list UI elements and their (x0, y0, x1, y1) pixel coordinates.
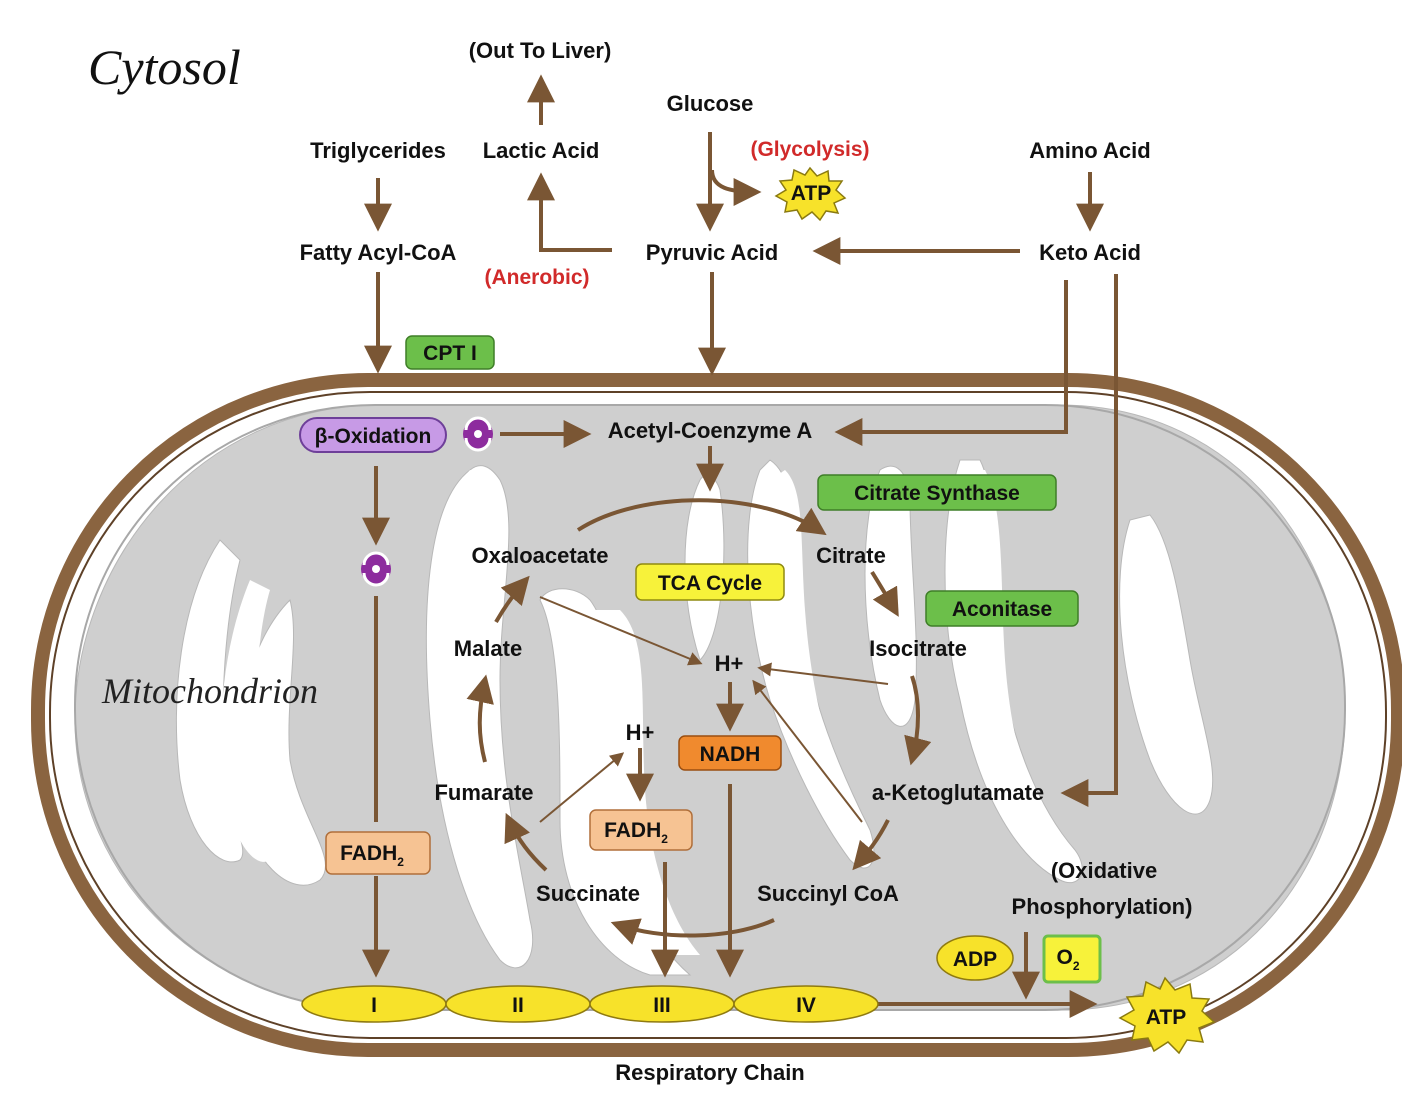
oxaloacetate-label: Oxaloacetate (472, 543, 609, 568)
complex-iv-label: IV (796, 994, 816, 1017)
cpt1-box: CPT I (405, 335, 495, 370)
svg-text:TCA Cycle: TCA Cycle (658, 572, 762, 595)
citrate-label: Citrate (816, 543, 886, 568)
citrate-synthase-box: Citrate Synthase (817, 474, 1057, 511)
pyruvic-acid-label: Pyruvic Acid (646, 240, 778, 265)
fumarate-label: Fumarate (434, 780, 533, 805)
purple-cycle-icon (463, 416, 493, 452)
fadh2-mid-box: FADH2 (589, 809, 693, 851)
oxidative-label-2: Phosphorylation) (1012, 894, 1193, 919)
lactic-acid-label: Lactic Acid (483, 138, 600, 163)
adp-ellipse: ADP (936, 935, 1014, 981)
svg-text:ATP: ATP (791, 182, 831, 205)
respiratory-chain-label: Respiratory Chain (615, 1060, 805, 1085)
atp-burst-small: ATP (774, 166, 847, 222)
nadh-box: NADH (678, 735, 782, 771)
complex-ii-label: II (512, 994, 524, 1017)
svg-text:ATP: ATP (1146, 1006, 1186, 1029)
glycolysis-label: (Glycolysis) (750, 138, 869, 161)
purple-cycle-icon (361, 551, 391, 587)
oxidative-label-1: (Oxidative (1051, 858, 1157, 883)
h-plus-mid-label: H+ (626, 720, 655, 745)
complex-iii-label: III (653, 994, 671, 1017)
beta-oxidation-box: β-Oxidation (299, 417, 447, 453)
complex-i-label: I (371, 994, 377, 1017)
h-plus-top-label: H+ (715, 651, 744, 676)
out-to-liver-label: (Out To Liver) (469, 38, 612, 63)
succinyl-coa-label: Succinyl CoA (757, 881, 899, 906)
fadh2-left-box: FADH2 (325, 831, 431, 875)
atp-burst-large: ATP (1118, 976, 1216, 1055)
svg-text:CPT I: CPT I (423, 342, 477, 365)
glucose-label: Glucose (667, 91, 754, 116)
svg-text:β-Oxidation: β-Oxidation (315, 425, 432, 448)
anerobic-label: (Anerobic) (485, 266, 590, 289)
o2-box: O2 (1042, 934, 1102, 984)
aconitase-box: Aconitase (925, 590, 1079, 627)
a-ketoglutamate-label: a-Ketoglutamate (872, 780, 1044, 805)
succinate-label: Succinate (536, 881, 640, 906)
amino-acid-label: Amino Acid (1029, 138, 1150, 163)
mitochondrion-label: Mitochondrion (101, 671, 318, 711)
triglycerides-label: Triglycerides (310, 138, 446, 163)
complex-iv (733, 985, 879, 1023)
outer-membrane-edge (49, 391, 1387, 1039)
svg-text:ADP: ADP (953, 948, 997, 971)
svg-text:O2: O2 (1056, 946, 1079, 973)
acetyl-coa-label: Acetyl-Coenzyme A (608, 418, 813, 443)
svg-text:FADH2: FADH2 (604, 819, 668, 846)
cytosol-arrows (364, 74, 1118, 807)
fatty-acyl-coa-label: Fatty Acyl-CoA (300, 240, 457, 265)
tca-arrows (362, 420, 1098, 1018)
svg-text:NADH: NADH (700, 743, 761, 766)
cytosol-label: Cytosol (88, 39, 241, 95)
respiratory-chain: I II III IV (301, 985, 879, 1023)
malate-label: Malate (454, 636, 522, 661)
keto-acid-label: Keto Acid (1039, 240, 1141, 265)
tca-cycle-box: TCA Cycle (635, 563, 785, 601)
isocitrate-label: Isocitrate (869, 636, 967, 661)
svg-text:FADH2: FADH2 (340, 842, 404, 869)
svg-text:Citrate Synthase: Citrate Synthase (854, 482, 1020, 505)
svg-text:Aconitase: Aconitase (952, 598, 1052, 621)
